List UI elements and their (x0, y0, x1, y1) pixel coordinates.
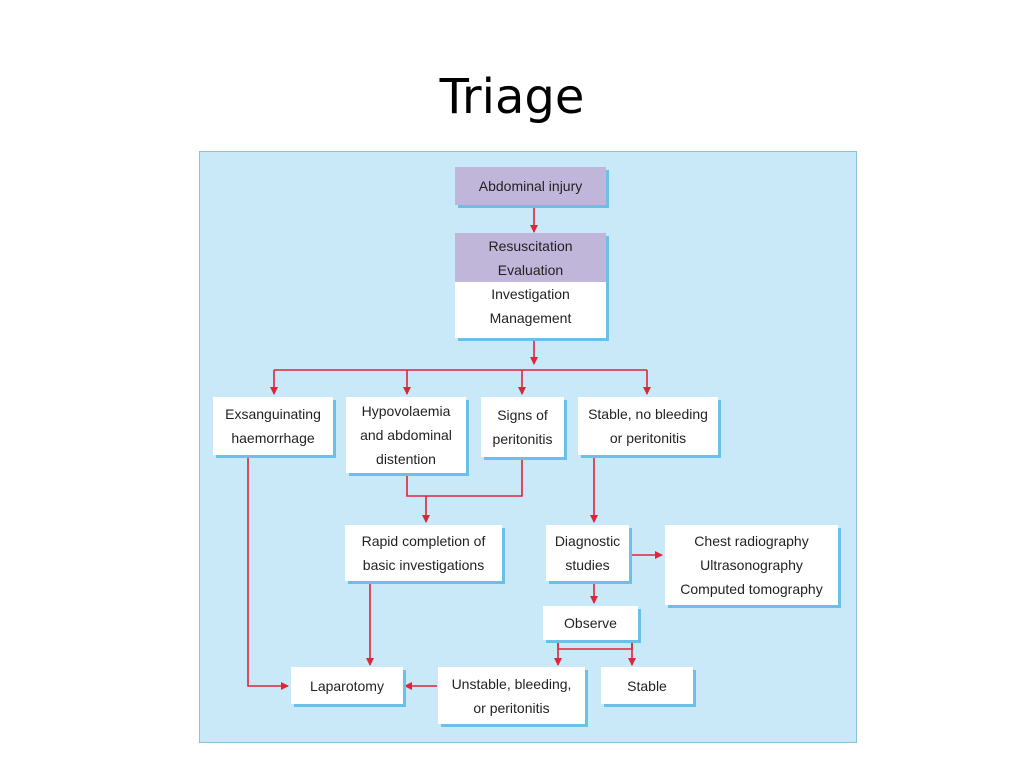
node-resuscitation: Resuscitation Evaluation Investigation M… (455, 233, 606, 338)
node-label: Stable (627, 677, 667, 694)
node-label: Rapid completion of (361, 533, 486, 549)
node-unstable: Unstable, bleeding, or peritonitis (438, 667, 585, 724)
node-resuscitation-header: Resuscitation Evaluation (455, 233, 606, 282)
node-label: Diagnostic (554, 533, 621, 549)
node-label: Observe (564, 615, 617, 631)
node-label: distention (376, 451, 436, 467)
node-label: Investigation (491, 286, 570, 302)
node-imaging: Chest radiography Ultrasonography Comput… (665, 525, 838, 605)
node-exsanguinating-haemorrhage: Exsanguinating haemorrhage (213, 397, 333, 455)
node-stable: Stable (601, 667, 693, 704)
node-label: studies (565, 557, 610, 573)
node-label: Signs of (497, 407, 548, 423)
node-label: Exsanguinating (225, 406, 321, 422)
triage-flowchart: Abdominal injury Resuscitation Evaluatio… (199, 151, 857, 743)
node-stable-no-bleeding: Stable, no bleeding or peritonitis (578, 397, 718, 455)
node-label: Unstable, bleeding, (451, 675, 572, 692)
node-observe: Observe (543, 606, 638, 640)
observe-split (557, 641, 633, 650)
node-label: Chest radiography (694, 533, 809, 549)
node-label: Management (489, 310, 572, 326)
node-label: or peritonitis (473, 699, 550, 716)
node-signs-of-peritonitis: Signs of peritonitis (481, 397, 564, 457)
flowchart-connectors (247, 207, 663, 690)
node-label: basic investigations (362, 557, 485, 573)
node-rapid-completion: Rapid completion of basic investigations (345, 525, 502, 581)
node-hypovolaemia: Hypovolaemia and abdominal distention (346, 397, 466, 473)
node-label: Computed tomography (680, 581, 823, 597)
arrow-exsanguinating-to-laparotomy (247, 456, 289, 690)
node-label: Resuscitation (488, 238, 573, 254)
node-label: and abdominal (360, 427, 452, 443)
node-resuscitation-body: Investigation Management (455, 282, 606, 330)
node-label: Abdominal injury (478, 178, 583, 194)
node-label: Ultrasonography (700, 557, 803, 573)
node-abdominal-injury: Abdominal injury (455, 167, 606, 205)
node-diagnostic-studies: Diagnostic studies (546, 525, 629, 581)
node-label: peritonitis (492, 431, 553, 447)
node-label: Hypovolaemia (361, 403, 451, 419)
node-label: haemorrhage (231, 430, 315, 446)
node-label: Stable, no bleeding (588, 406, 708, 422)
node-label: or peritonitis (609, 430, 687, 446)
node-label: Laparotomy (310, 677, 384, 694)
slide-title: Triage (439, 69, 585, 125)
node-laparotomy: Laparotomy (291, 667, 403, 704)
join-hypovolaemia-peritonitis (406, 458, 523, 497)
node-label: Evaluation (497, 262, 564, 278)
